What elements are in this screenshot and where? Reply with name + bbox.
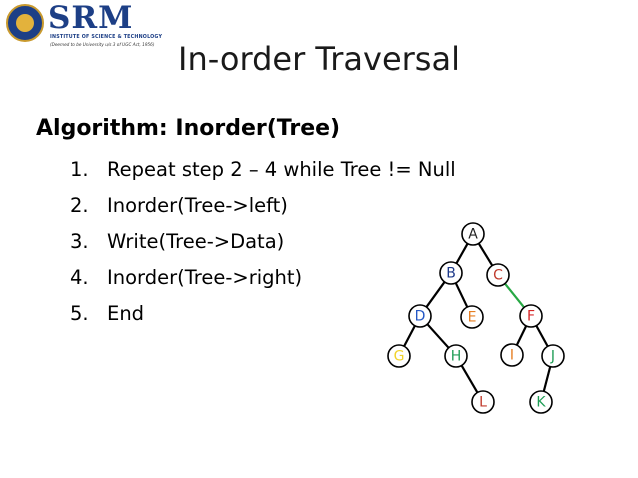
srm-seal-icon [6,4,44,42]
tree-node-circle [461,222,485,246]
tree-node-f: F [519,304,543,328]
tree-node-label: E [468,310,477,326]
tree-edge-a-c [477,242,494,267]
tree-node-label: B [446,266,456,282]
step-item: 2. Inorder(Tree->left) [70,194,456,230]
tree-edge-c-f [504,282,525,309]
logo-wordmark: SRM [48,0,134,36]
tree-node-l: L [471,390,495,414]
tree-edges [403,242,552,394]
tree-node-label: K [536,395,546,411]
tree-node-circle [439,261,463,285]
tree-nodes: A B C D E F G H I J L K [387,222,565,414]
tree-node-label: C [493,268,503,284]
tree-node-b: B [439,261,463,285]
tree-node-label: H [451,349,462,365]
tree-node-circle [387,344,411,368]
tree-node-h: H [444,344,468,368]
tree-node-a: A [461,222,485,246]
tree-edge-d-h [426,323,450,349]
tree-node-label: J [550,349,555,365]
tree-node-c: C [486,263,510,287]
slide-title: In-order Traversal [178,40,460,78]
step-item: 3. Write(Tree->Data) [70,230,456,266]
step-item: 4. Inorder(Tree->right) [70,266,456,302]
step-number: 3. [70,230,89,253]
algorithm-steps: 1. Repeat step 2 – 4 while Tree != Null 2… [70,158,456,338]
tree-edge-h-l [460,364,479,394]
tree-edge-j-k [542,366,552,392]
tree-node-label: D [415,309,426,325]
tree-node-circle [486,263,510,287]
tree-edge-d-g [403,325,416,347]
logo-subtitle: INSTITUTE OF SCIENCE & TECHNOLOGY [50,35,163,40]
tree-node-label: A [468,227,478,243]
step-number: 5. [70,302,89,325]
step-text: End [107,302,145,325]
srm-logo: SRM INSTITUTE OF SCIENCE & TECHNOLOGY (D… [6,0,162,50]
tree-node-label: I [510,348,514,364]
tree-node-k: K [529,390,553,414]
tree-node-circle [541,344,565,368]
logo-tagline: (Deemed to be University u/s 3 of UGC Ac… [50,42,155,47]
step-text: Repeat step 2 – 4 while Tree != Null [107,158,456,181]
step-number: 4. [70,266,89,289]
tree-node-circle [500,343,524,367]
tree-node-j: J [541,344,565,368]
tree-edge-b-e [454,282,469,308]
tree-node-label: F [527,309,535,325]
tree-node-e: E [460,305,484,329]
tree-edge-f-i [515,325,528,346]
tree-node-g: G [387,344,411,368]
tree-node-circle [460,305,484,329]
step-text: Write(Tree->Data) [107,230,285,253]
step-item: 1. Repeat step 2 – 4 while Tree != Null [70,158,456,194]
tree-edge-a-b [455,243,469,264]
step-text: Inorder(Tree->right) [107,266,303,289]
tree-node-label: L [479,395,487,411]
tree-node-circle [529,390,553,414]
tree-node-circle [519,304,543,328]
step-text: Inorder(Tree->left) [107,194,288,217]
tree-node-i: I [500,343,524,367]
tree-node-label: G [394,349,405,365]
step-item: 5. End [70,302,456,338]
tree-node-circle [471,390,495,414]
tree-node-d: D [408,304,432,328]
tree-edge-b-d [425,281,446,308]
tree-node-circle [444,344,468,368]
step-number: 1. [70,158,89,181]
tree-edge-f-j [535,325,549,347]
algorithm-heading: Algorithm: Inorder(Tree) [36,116,341,141]
step-number: 2. [70,194,89,217]
tree-node-circle [408,304,432,328]
